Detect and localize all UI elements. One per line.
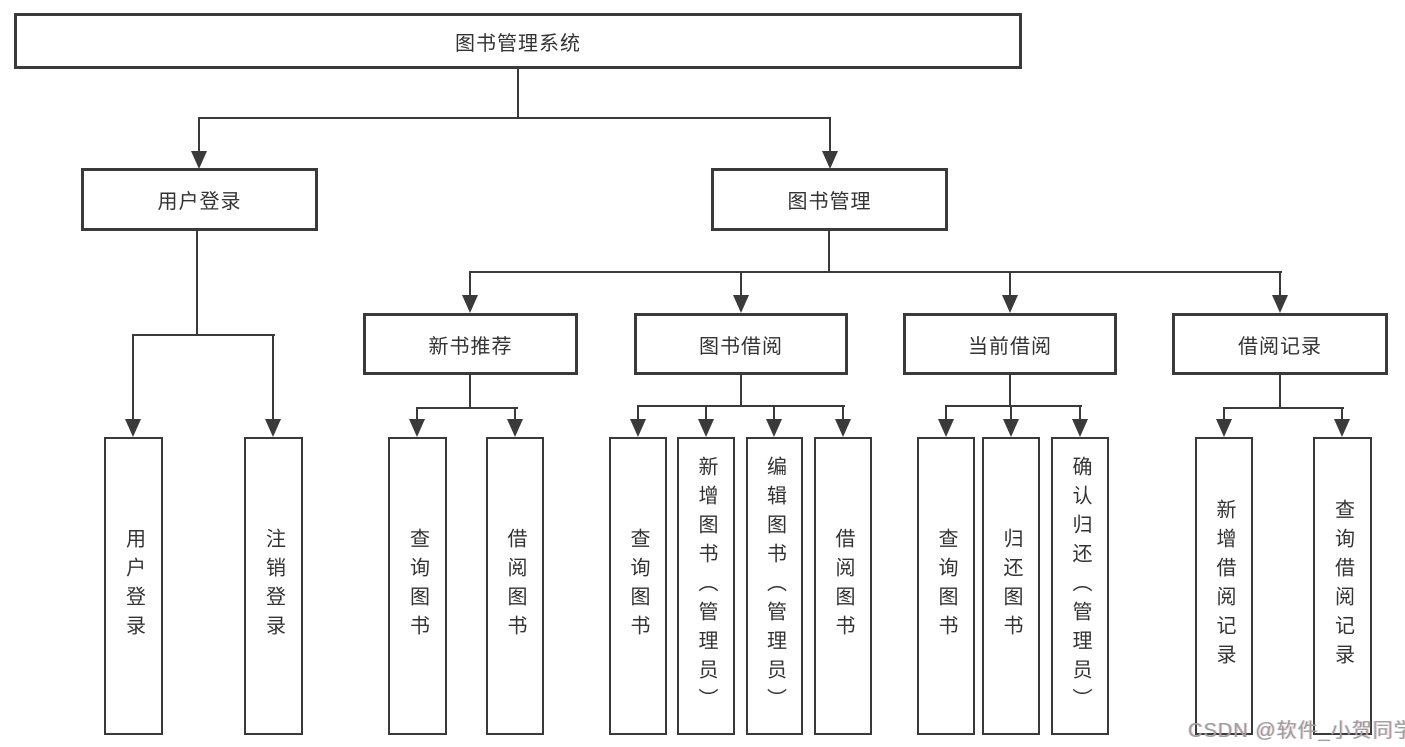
connector-line (416, 407, 418, 422)
connector-line (1279, 271, 1281, 298)
connector-line (828, 231, 830, 273)
leaf-logout-login: 注销登录 (244, 437, 303, 735)
leaf-query-borrow-record: 查询借阅记录 (1313, 437, 1372, 735)
connector-line (945, 405, 947, 422)
node-borrowing-records: 借阅记录 (1172, 313, 1388, 375)
leaf-edit-books-admin: 编辑图书（管理员） (746, 437, 803, 735)
arrow-down-icon (191, 151, 207, 169)
connector-line (740, 271, 742, 298)
connector-line (773, 405, 775, 422)
leaf-return-books: 归还图书 (982, 437, 1040, 735)
connector-line (1009, 375, 1011, 407)
connector-line (1079, 405, 1081, 422)
arrow-down-icon (835, 419, 851, 437)
leaf-confirm-return-admin: 确认归还（管理员） (1051, 437, 1109, 735)
arrow-down-icon (822, 151, 838, 169)
leaf-query-books-recommend: 查询图书 (388, 437, 447, 735)
connector-line (132, 334, 275, 336)
arrow-down-icon (1003, 419, 1019, 437)
connector-line (740, 375, 742, 407)
connector-line (196, 231, 198, 336)
connector-line (1341, 407, 1343, 422)
arrow-down-icon (462, 295, 478, 313)
connector-line (469, 271, 471, 298)
connector-line (272, 334, 274, 422)
arrow-down-icon (409, 419, 425, 437)
arrow-down-icon (698, 419, 714, 437)
connector-line (637, 405, 845, 407)
connector-line (829, 117, 831, 154)
arrow-down-icon (1002, 295, 1018, 313)
connector-line (842, 405, 844, 422)
arrow-down-icon (125, 419, 141, 437)
arrow-down-icon (1334, 419, 1350, 437)
leaf-add-borrow-record: 新增借阅记录 (1195, 437, 1253, 735)
arrow-down-icon (265, 419, 281, 437)
connector-line (1279, 375, 1281, 409)
connector-line (469, 375, 471, 409)
arrow-down-icon (1072, 419, 1088, 437)
arrow-down-icon (938, 419, 954, 437)
leaf-query-books-current: 查询图书 (917, 437, 975, 735)
root-node-library-management-system: 图书管理系统 (14, 13, 1022, 69)
leaf-user-login: 用户登录 (104, 437, 163, 735)
connector-line (637, 405, 639, 422)
connector-line (1010, 405, 1012, 422)
connector-line (705, 405, 707, 422)
node-current-borrowing: 当前借阅 (903, 313, 1117, 375)
leaf-query-books-borrowing: 查询图书 (609, 437, 667, 735)
connector-line (1223, 407, 1225, 422)
arrow-down-icon (766, 419, 782, 437)
connector-line (198, 117, 831, 119)
connector-line (514, 407, 516, 422)
arrow-down-icon (733, 295, 749, 313)
connector-line (1009, 271, 1011, 298)
connector-line (945, 405, 1082, 407)
node-book-management: 图书管理 (711, 168, 948, 231)
arrow-down-icon (1272, 295, 1288, 313)
connector-line (1223, 407, 1344, 409)
node-user-login: 用户登录 (81, 168, 318, 231)
connector-line (132, 334, 134, 422)
arrow-down-icon (1216, 419, 1232, 437)
leaf-add-books-admin: 新增图书（管理员） (677, 437, 735, 735)
connector-line (416, 407, 518, 409)
watermark: CSDN @软件_小贺同学 (1188, 720, 1405, 742)
arrow-down-icon (630, 419, 646, 437)
arrow-down-icon (507, 419, 523, 437)
connector-line (198, 117, 200, 154)
leaf-borrow-books-recommend: 借阅图书 (486, 437, 544, 735)
node-book-borrowing: 图书借阅 (634, 313, 848, 375)
connector-line (469, 271, 1282, 273)
connector-line (517, 69, 519, 118)
leaf-borrow-books-borrowing: 借阅图书 (814, 437, 872, 735)
node-new-book-recommendation: 新书推荐 (363, 313, 578, 375)
